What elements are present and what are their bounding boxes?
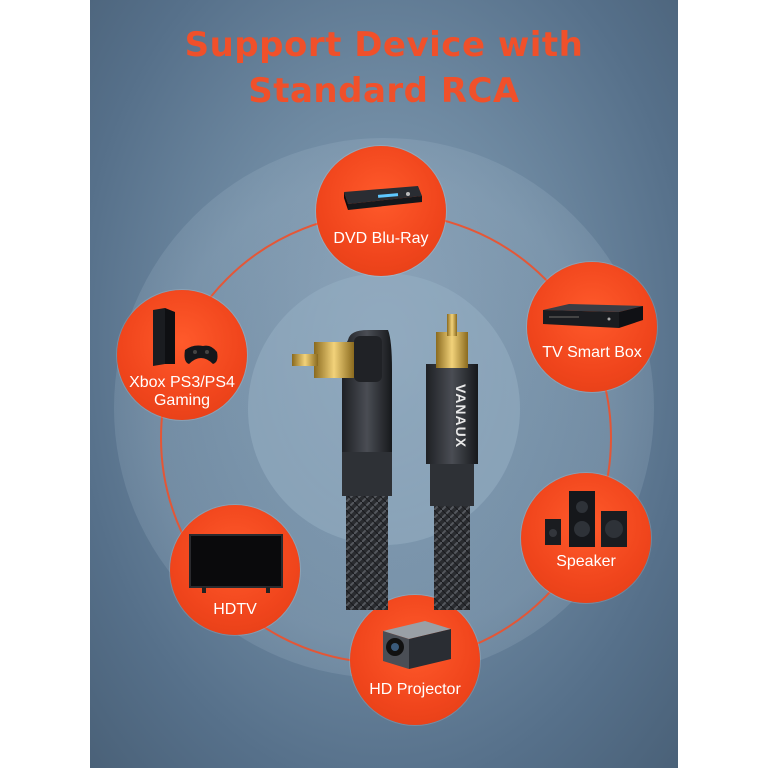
rca-cable-image: VANAUX (292, 314, 478, 610)
projector-icon (383, 621, 451, 669)
headline-line-2: Standard RCA (248, 71, 520, 111)
device-label: Speaker (556, 553, 616, 570)
device-tv-smart-box: TV Smart Box (527, 262, 657, 392)
speaker-icon (545, 491, 627, 547)
device-hdtv: HDTV (170, 505, 300, 635)
device-hd-projector: HD Projector (350, 595, 480, 725)
device-label-line-2: Gaming (153, 392, 211, 409)
device-label: TV Smart Box (542, 344, 642, 361)
tv-box-icon (543, 304, 643, 328)
brand-logo: VANAUX (453, 384, 469, 448)
device-dvd-bluray: DVD Blu-Ray (316, 146, 446, 276)
game-console-icon (153, 308, 218, 366)
device-label: HDTV (213, 601, 257, 618)
device-label: HD Projector (369, 681, 461, 698)
product-banner: Support Device with Standard RCA DVD Blu… (90, 0, 678, 768)
headline: Support Device with Standard RCA (90, 22, 678, 114)
headline-line-1: Support Device with (184, 25, 584, 65)
device-label-line-1: Xbox PS3/PS4 (129, 374, 235, 391)
device-label: DVD Blu-Ray (333, 230, 429, 247)
device-game-console: Xbox PS3/PS4 Gaming (117, 290, 247, 420)
dvd-player-icon (344, 186, 422, 210)
device-speaker: Speaker (521, 473, 651, 603)
tv-icon (189, 534, 283, 593)
